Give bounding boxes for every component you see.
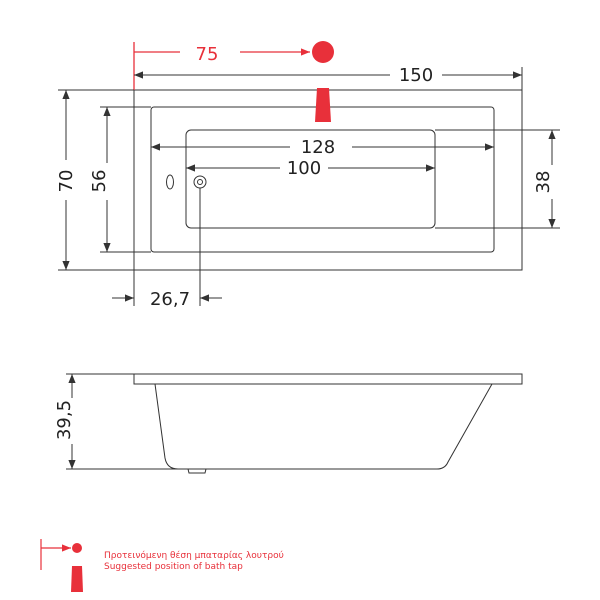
dim-overall-width: 70	[56, 170, 77, 193]
legend: Προτεινόμενη θέση μπαταρίας λουτρού Sugg…	[104, 551, 284, 573]
side-view	[66, 373, 523, 474]
legend-symbol	[40, 539, 83, 592]
dim-drain-offset-group	[112, 188, 222, 306]
drain-outlet-side	[187, 468, 207, 474]
tub-rim-inner	[150, 106, 495, 253]
tap-marker: 75	[133, 41, 334, 122]
bath-tap-icon	[312, 41, 334, 63]
legend-text-greek: Προτεινόμενη θέση μπαταρίας λουτρού	[104, 551, 284, 561]
dim-overall-length-group	[134, 67, 523, 90]
dim-inner-width: 56	[89, 170, 110, 193]
dim-basin-length: 128	[301, 137, 335, 158]
legend-text-english: Suggested position of bath tap	[104, 562, 243, 572]
dim-basin-width-group	[435, 129, 560, 229]
tub-body-side	[154, 383, 493, 470]
drain-center-icon	[197, 179, 203, 185]
basin-bottom	[185, 129, 436, 229]
dim-overall-length: 150	[399, 65, 433, 86]
dim-drain-offset: 26,7	[150, 289, 190, 310]
dim-basin-bottom-length: 100	[287, 158, 321, 179]
legend-tap-icon	[72, 543, 82, 553]
legend-tap-spout-icon	[71, 566, 83, 592]
dim-inner-width-group	[100, 106, 151, 253]
tub-rim-side	[133, 373, 523, 385]
dim-tap-offset: 75	[196, 44, 219, 65]
dim-overall-width-group	[58, 89, 134, 271]
dim-height: 39,5	[54, 400, 75, 440]
overflow-icon	[166, 174, 174, 190]
bath-tap-spout-icon	[315, 88, 331, 122]
drain-icon	[193, 175, 207, 189]
dim-basin-width: 38	[533, 171, 554, 194]
